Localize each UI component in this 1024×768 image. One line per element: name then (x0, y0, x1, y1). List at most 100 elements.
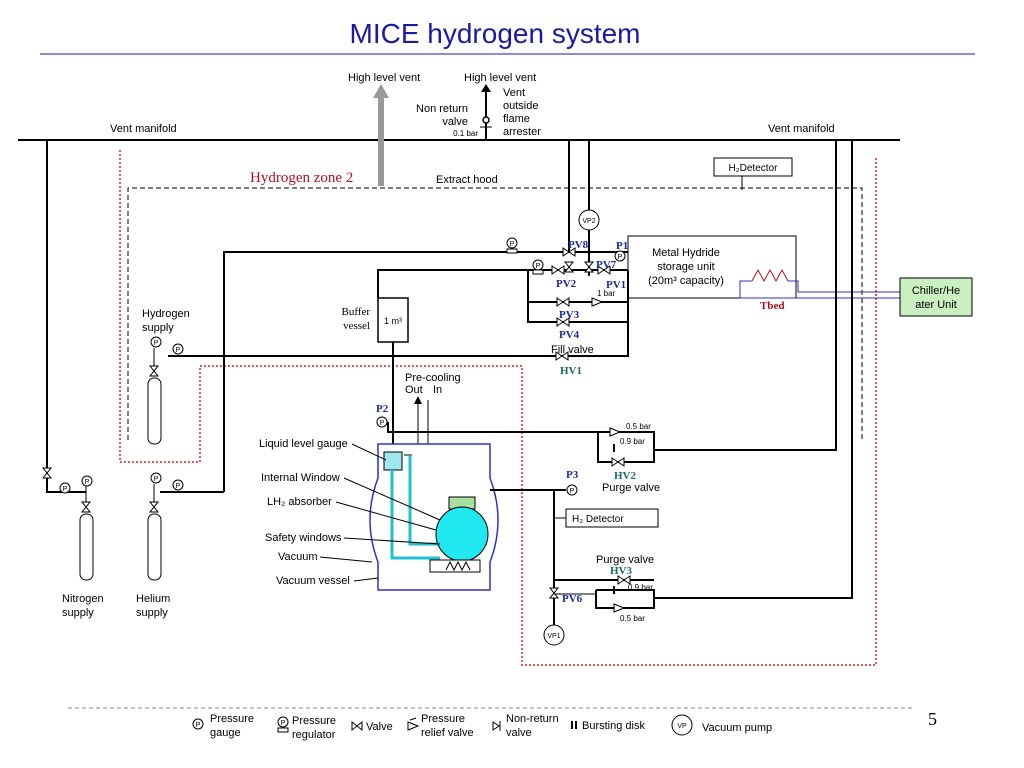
heat-exchanger (429, 559, 481, 573)
svg-text:P: P (196, 722, 201, 729)
liquid-level-gauge-leader (351, 443, 387, 461)
vent-outside-label-2: outside (503, 100, 538, 112)
hydrogen-supply-label-1: Hydrogen (142, 308, 190, 320)
nitrogen-vent-line (46, 140, 86, 493)
purge-valve-1-label: Purge valve (602, 482, 660, 494)
pv1-bar-label: 1 bar (597, 289, 616, 298)
hv2-label: HV2 (614, 470, 637, 482)
legend-non-return: Non-return valve (492, 713, 559, 739)
metal-hydride-label-1: Metal Hydride (652, 247, 720, 259)
vent-manifold-right-label: Vent manifold (768, 123, 835, 135)
svg-text:P: P (85, 479, 90, 486)
p2-label: P2 (376, 403, 389, 415)
hydrogen-zone-label: Hydrogen zone 2 (250, 170, 353, 186)
cryostat-relief-line (387, 422, 598, 433)
fill-valve-icon (555, 351, 569, 361)
p1-gauge-icon (614, 250, 626, 262)
vent-outside-arrow-icon (481, 84, 491, 92)
svg-text:P: P (510, 241, 515, 248)
h2-detector-bottom-label: H₂ Detector (572, 514, 624, 525)
nitrogen-cylinder (79, 513, 94, 581)
safety-windows-leader (343, 537, 441, 545)
non-return-valve-label-2: valve (442, 116, 468, 128)
purge-valve-2-label: Purge valve (596, 554, 654, 566)
legend-relief-valve-icon (407, 721, 420, 731)
p3-label: P3 (566, 469, 579, 481)
svg-text:P: P (570, 488, 575, 495)
relief-05-icon (609, 427, 622, 437)
absorber-return-line (408, 456, 440, 546)
relief-05-label: 0.5 bar (626, 422, 651, 431)
helium-supply-label-1: Helium (136, 593, 170, 605)
h2-detector-top-box (713, 157, 793, 177)
bypass-loop (527, 270, 629, 323)
pv3-label: PV3 (559, 309, 580, 321)
pv2-label: PV2 (556, 278, 577, 290)
metal-hydride-unit (627, 235, 797, 299)
high-level-vent-arrow-icon (373, 84, 389, 98)
buffer-vessel-label-1: Buffer (341, 306, 370, 318)
svg-text:VP: VP (677, 723, 687, 730)
nitrogen-vent-valve-icon (41, 467, 53, 479)
relief-09-label: 0.9 bar (620, 437, 645, 446)
vp1-pump-icon (543, 624, 565, 646)
pv1-relief-icon (556, 297, 604, 307)
svg-text:P: P (154, 340, 159, 347)
buffer-top-line (377, 269, 628, 298)
vacuum-leader (319, 556, 373, 563)
lh2-absorber-leader (335, 501, 437, 531)
svg-text:P: P (176, 483, 181, 490)
page-title: MICE hydrogen system (350, 18, 641, 49)
svg-text:Vacuum pump: Vacuum pump (702, 722, 772, 734)
precooling-label: Pre-cooling (405, 372, 461, 384)
legend-pressure-gauge-icon (192, 718, 204, 730)
svg-text:P: P (154, 476, 159, 483)
svg-text:P: P (536, 263, 541, 270)
nitrogen-supply-label-1: Nitrogen (62, 593, 104, 605)
relief-05b-icon (613, 603, 626, 613)
safety-windows-label: Safety windows (265, 532, 342, 544)
pv6-label: PV6 (562, 593, 583, 605)
legend-vacuum-pump: VP Vacuum pump (671, 714, 772, 736)
legend-pressure-regulator: P Pressure regulator (277, 715, 336, 741)
vp2-valve-icon (583, 261, 595, 273)
vent-outside-label-4: arrester (503, 126, 541, 138)
vp2-label: VP2 (582, 218, 595, 225)
svg-text:relief valve: relief valve (421, 727, 474, 739)
h2-supply-header (223, 251, 628, 492)
internal-window-label: Internal Window (261, 472, 340, 484)
svg-text:P: P (380, 420, 385, 427)
pv8-valve-icon (562, 247, 576, 257)
vent-manifold-left-label: Vent manifold (110, 123, 177, 135)
relief-05b-label: 0.5 bar (620, 614, 645, 623)
hv2-valve-icon (611, 457, 625, 467)
extract-hood-border (127, 187, 863, 440)
fill-valve-label: Fill valve (551, 344, 594, 356)
svg-text:valve: valve (506, 727, 532, 739)
relief-09b-label: 0.9 bar (628, 583, 653, 592)
helium-supply-label-2: supply (136, 607, 168, 619)
precooling-in-label: In (433, 384, 442, 396)
lh2-absorber-label: LH₂ absorber (267, 496, 332, 508)
liquid-level-gauge-label: Liquid level gauge (259, 438, 348, 450)
p1-label: P1 (616, 240, 628, 252)
legend-bursting-disk: Bursting disk (571, 720, 645, 732)
legend-pressure-gauge: P Pressure gauge (192, 713, 254, 739)
chiller-label-1: Chiller/He (912, 285, 960, 297)
helium-regulator-icon (172, 479, 184, 491)
metal-hydride-label-3: (20m³ capacity) (648, 275, 724, 287)
nitrogen-regulator-icon (59, 482, 71, 494)
hv3-valve-icon (617, 575, 631, 585)
nitrogen-valve-icon (80, 501, 92, 513)
svg-text:P: P (176, 347, 181, 354)
high-level-vent-left-label: High level vent (348, 72, 420, 84)
non-return-valve-icon (482, 116, 490, 124)
svg-text:Bursting disk: Bursting disk (582, 720, 645, 732)
page-number: 5 (928, 709, 937, 729)
hydrogen-cylinder (147, 377, 162, 445)
nitrogen-supply-label-2: supply (62, 607, 94, 619)
metal-hydride-label-2: storage unit (657, 261, 714, 273)
legend-pressure-regulator-icon (277, 716, 289, 728)
hydrogen-supply-label-2: supply (142, 322, 174, 334)
chiller-line-1 (739, 280, 900, 299)
